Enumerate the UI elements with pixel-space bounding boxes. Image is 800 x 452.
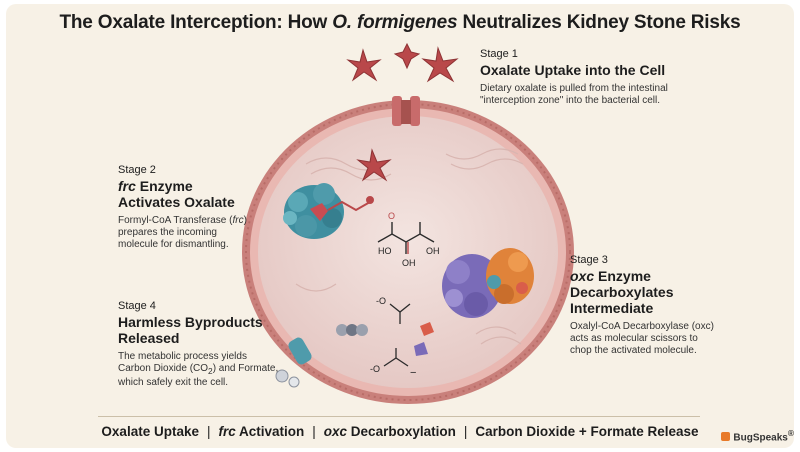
membrane-texture: [245, 103, 571, 401]
stage-2-heading: frc Enzyme Activates Oxalate: [118, 178, 235, 210]
oh-label-1: OH: [402, 258, 416, 268]
stage-3-heading: oxc Enzyme Decarboxylates Intermediate: [570, 268, 674, 316]
stage-4-block: Stage 4 Harmless Byproducts Released The…: [118, 300, 278, 389]
stage-4-description: The metabolic process yields Carbon Diox…: [118, 351, 279, 388]
o-minus-label-1: -O: [376, 296, 386, 306]
frc-enzyme-icon: [283, 183, 344, 239]
brand-logo: BugSpeaks®: [721, 428, 794, 443]
oxc-enzyme-icon: [442, 248, 534, 318]
o-minus-label-2: -O: [370, 364, 380, 374]
formate-structure: [383, 303, 411, 367]
stage-1-description: Dietary oxalate is pulled from the intes…: [480, 83, 668, 106]
infographic-frame: HO OH OH O -O -O − The Oxalate Intercept…: [6, 4, 794, 448]
stage-3-number: Stage 3: [570, 254, 608, 266]
organism-name: O. formigenes: [332, 12, 458, 33]
oxalyl-intermediate-structure: [377, 222, 435, 254]
small-product-fragments: [414, 322, 434, 356]
stage-1-block: Stage 1 Oxalate Uptake into the Cell Die…: [480, 48, 668, 107]
cell-illustration: HO OH OH O -O -O −: [242, 42, 574, 404]
oxalate-transporter-channel: [392, 96, 420, 126]
footer-divider: [98, 416, 700, 417]
stage-2-number: Stage 2: [118, 164, 156, 176]
co2-molecule-icon: [336, 324, 368, 336]
stage-2-description: Formyl-CoA Transferase (frc) prepares th…: [118, 215, 247, 250]
ho-label: HO: [378, 246, 392, 256]
footer-summary: Oxalate Uptake|frc Activation|oxc Decarb…: [101, 424, 699, 439]
stage-3-description: Oxalyl-CoA Decarboxylase (oxc) acts as m…: [570, 321, 714, 356]
stage-1-number: Stage 1: [480, 48, 518, 60]
o-label: O: [388, 211, 395, 221]
stage-1-heading: Oxalate Uptake into the Cell: [480, 62, 666, 78]
byproduct-exit-channel: [275, 337, 312, 388]
oxalate-molecule-icon: [346, 42, 459, 182]
brand-mark-icon: [721, 432, 731, 442]
page-title: The Oxalate Interception: How O. formige…: [59, 12, 741, 33]
stage-3-block: Stage 3 oxc Enzyme Decarboxylates Interm…: [570, 254, 714, 357]
charge-label: −: [410, 367, 416, 379]
stage-4-heading: Harmless Byproducts Released: [118, 314, 263, 346]
stage-2-block: Stage 2 frc Enzyme Activates Oxalate For…: [118, 164, 247, 251]
stage-4-number: Stage 4: [118, 300, 156, 312]
bound-intermediate-molecule: [327, 196, 374, 212]
oh-label-2: OH: [426, 246, 440, 256]
